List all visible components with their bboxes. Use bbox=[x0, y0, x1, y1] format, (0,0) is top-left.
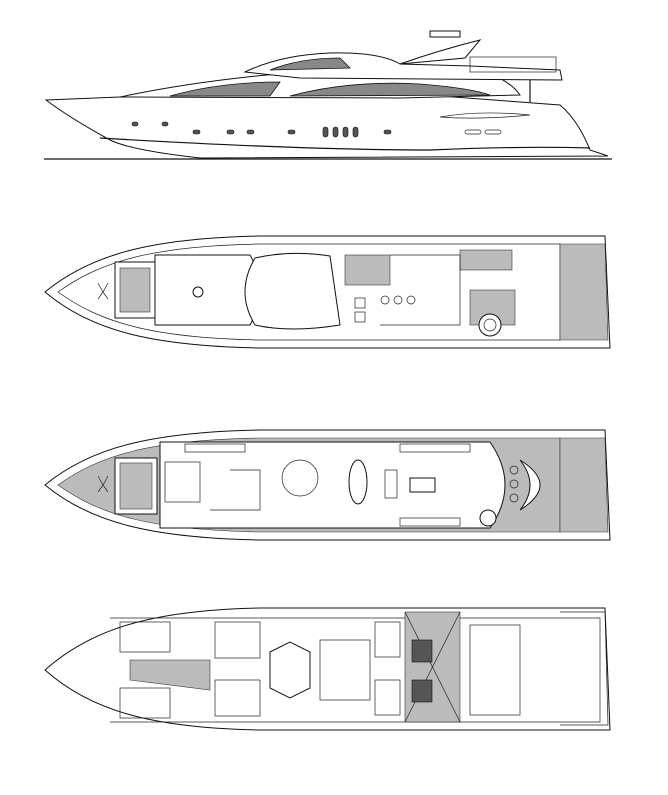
lower-deck-plan bbox=[44, 607, 611, 731]
main-deck-plan bbox=[44, 429, 611, 541]
flybridge-plan bbox=[44, 235, 611, 349]
profile-view bbox=[44, 30, 612, 160]
